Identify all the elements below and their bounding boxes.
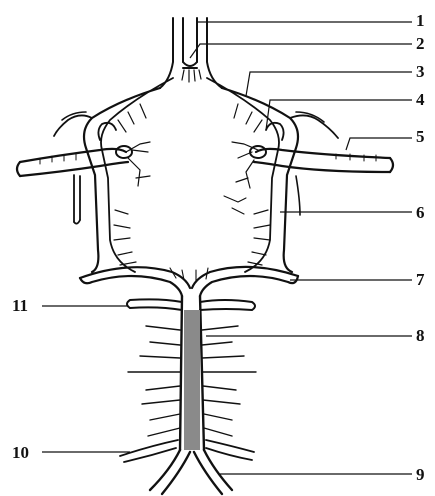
- label-10: 10: [12, 444, 29, 461]
- label-3: 3: [416, 63, 425, 80]
- superior-cerebellar-arteries: [127, 299, 255, 310]
- label-11: 11: [12, 297, 28, 314]
- perforating-branches: [114, 104, 270, 281]
- label-6: 6: [416, 204, 425, 221]
- label-1: 1: [416, 12, 425, 29]
- label-5: 5: [416, 128, 425, 145]
- middle-cerebral-arteries: [17, 146, 393, 176]
- label-7: 7: [416, 271, 425, 288]
- posterior-cerebral-arteries: [80, 267, 298, 296]
- label-9: 9: [416, 466, 425, 483]
- circle-vessel-walls: [84, 78, 298, 272]
- label-8: 8: [416, 327, 425, 344]
- basilar-artery: [128, 296, 256, 450]
- label-4: 4: [416, 91, 425, 108]
- anterior-cerebral-arteries: [160, 18, 222, 88]
- label-2: 2: [416, 35, 425, 52]
